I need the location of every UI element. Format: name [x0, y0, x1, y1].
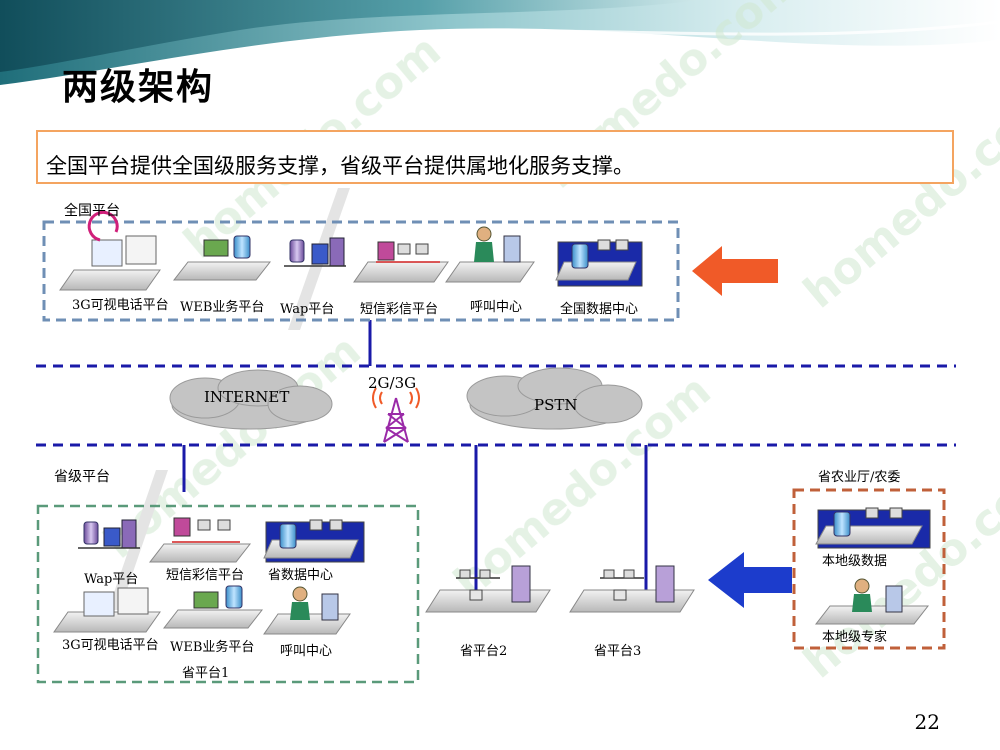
node-label: 3G可视电话平台	[62, 638, 159, 653]
wap-server-icon	[78, 519, 140, 549]
node-label: 短信彩信平台	[360, 302, 439, 317]
node-label: 3G可视电话平台	[72, 298, 169, 313]
province-network-icon	[569, 565, 695, 613]
subtitle-box	[36, 130, 954, 184]
province-2-label: 省平台2	[460, 644, 508, 659]
left-arrow-orange-icon	[692, 246, 778, 296]
node-label: Wap平台	[280, 302, 335, 317]
video-phone-platform-icon	[59, 210, 161, 291]
slide-title: 两级架构	[62, 67, 215, 108]
mobile-network-label: 2G/3G	[368, 374, 417, 392]
internet-label: INTERNET	[204, 388, 290, 406]
node-label: Wap平台	[84, 572, 139, 587]
national-platform-label: 全国平台	[64, 203, 120, 219]
node-label: 呼叫中心	[470, 300, 523, 315]
node-label: 本地级数据	[822, 554, 888, 569]
province-network-icon	[425, 565, 551, 613]
header-swoosh	[0, 0, 1000, 85]
provincial-platform-name: 省平台1	[182, 666, 230, 681]
web-server-icon	[162, 585, 264, 629]
node-label: 全国数据中心	[560, 302, 639, 317]
svg-text:homedo.com: homedo.com	[794, 75, 1000, 318]
local-expert-icon	[814, 578, 930, 625]
wap-server-icon	[284, 237, 346, 267]
sms-mms-icon	[353, 241, 449, 283]
call-center-icon	[445, 226, 535, 283]
node-label: WEB业务平台	[170, 640, 255, 655]
slide-subtitle: 全国平台提供全国级服务支撑，省级平台提供属地化服务支撑。	[46, 154, 634, 178]
data-center-icon	[263, 519, 365, 563]
page-number: 22	[914, 710, 940, 734]
node-label: 省数据中心	[268, 568, 334, 583]
national-platform-box	[42, 220, 680, 322]
province-3-label: 省平台3	[594, 644, 642, 659]
pstn-cloud-icon	[466, 367, 643, 430]
call-center-icon	[263, 586, 351, 635]
web-server-icon	[172, 235, 272, 281]
internet-cloud-icon	[169, 369, 333, 430]
provincial-platform-box	[36, 504, 420, 684]
node-label: 短信彩信平台	[166, 568, 245, 583]
sms-mms-icon	[148, 517, 252, 563]
node-label: 本地级专家	[822, 630, 888, 645]
radio-tower-icon	[372, 387, 420, 443]
local-data-icon	[815, 507, 931, 549]
data-center-icon	[555, 239, 643, 287]
node-label: 呼叫中心	[280, 644, 333, 659]
left-arrow-blue-icon	[708, 552, 792, 608]
local-bureau-box	[792, 488, 946, 650]
video-phone-platform-icon	[53, 587, 161, 633]
provincial-platform-label: 省级平台	[54, 469, 110, 485]
local-bureau-label: 省农业厅/农委	[818, 470, 901, 485]
pstn-label: PSTN	[534, 396, 578, 414]
node-label: WEB业务平台	[180, 300, 265, 315]
